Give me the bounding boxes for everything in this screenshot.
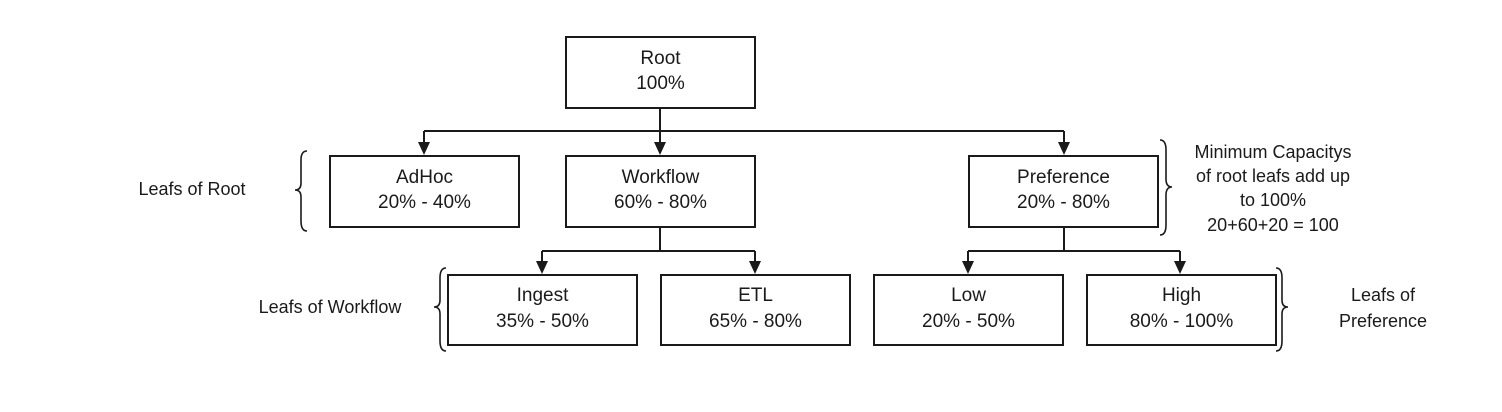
node-adhoc-name: AdHoc [396, 167, 453, 188]
note-min-capacity: Minimum Capacitys of root leafs add up t… [1194, 142, 1351, 235]
brace-leafs-of-preference [1275, 267, 1289, 352]
label-leafs-of-preference-line: Leafs of [1351, 285, 1416, 305]
node-preference-range: 20% - 80% [1017, 192, 1110, 213]
edges-root-children [418, 108, 1070, 155]
node-adhoc: AdHoc 20% - 40% [329, 155, 520, 228]
label-leafs-of-preference-line: Preference [1339, 311, 1427, 331]
node-workflow-range: 60% - 80% [614, 192, 707, 213]
node-ingest: Ingest 35% - 50% [447, 274, 638, 346]
node-ingest-range: 35% - 50% [496, 311, 589, 332]
label-leafs-of-workflow: Leafs of Workflow [259, 297, 403, 317]
node-high-name: High [1162, 285, 1201, 306]
brace-leafs-of-workflow [433, 267, 447, 352]
note-min-capacity-line: to 100% [1240, 190, 1306, 210]
node-low-range: 20% - 50% [922, 311, 1015, 332]
label-leafs-of-root: Leafs of Root [138, 179, 245, 199]
node-low: Low 20% - 50% [873, 274, 1064, 346]
node-ingest-name: Ingest [517, 285, 569, 306]
brace-leafs-of-root [294, 150, 308, 232]
node-etl: ETL 65% - 80% [660, 274, 851, 346]
node-low-name: Low [951, 285, 986, 306]
note-min-capacity-line: 20+60+20 = 100 [1207, 215, 1339, 235]
note-min-capacity-line: of root leafs add up [1196, 166, 1350, 186]
node-adhoc-range: 20% - 40% [378, 192, 471, 213]
node-root: Root 100% [565, 36, 756, 109]
node-workflow: Workflow 60% - 80% [565, 155, 756, 228]
node-high-range: 80% - 100% [1130, 311, 1234, 332]
node-root-name: Root [640, 48, 681, 69]
label-leafs-of-preference: Leafs of Preference [1339, 285, 1427, 331]
note-min-capacity-line: Minimum Capacitys [1194, 142, 1351, 162]
node-high: High 80% - 100% [1086, 274, 1277, 346]
node-preference: Preference 20% - 80% [968, 155, 1159, 228]
node-root-range: 100% [636, 73, 685, 94]
brace-min-capacity [1159, 139, 1173, 236]
edges-preference-children [962, 227, 1186, 274]
node-workflow-name: Workflow [622, 167, 700, 188]
edges-workflow-children [536, 227, 761, 274]
node-preference-name: Preference [1017, 167, 1110, 188]
node-etl-name: ETL [738, 285, 773, 306]
node-etl-range: 65% - 80% [709, 311, 802, 332]
